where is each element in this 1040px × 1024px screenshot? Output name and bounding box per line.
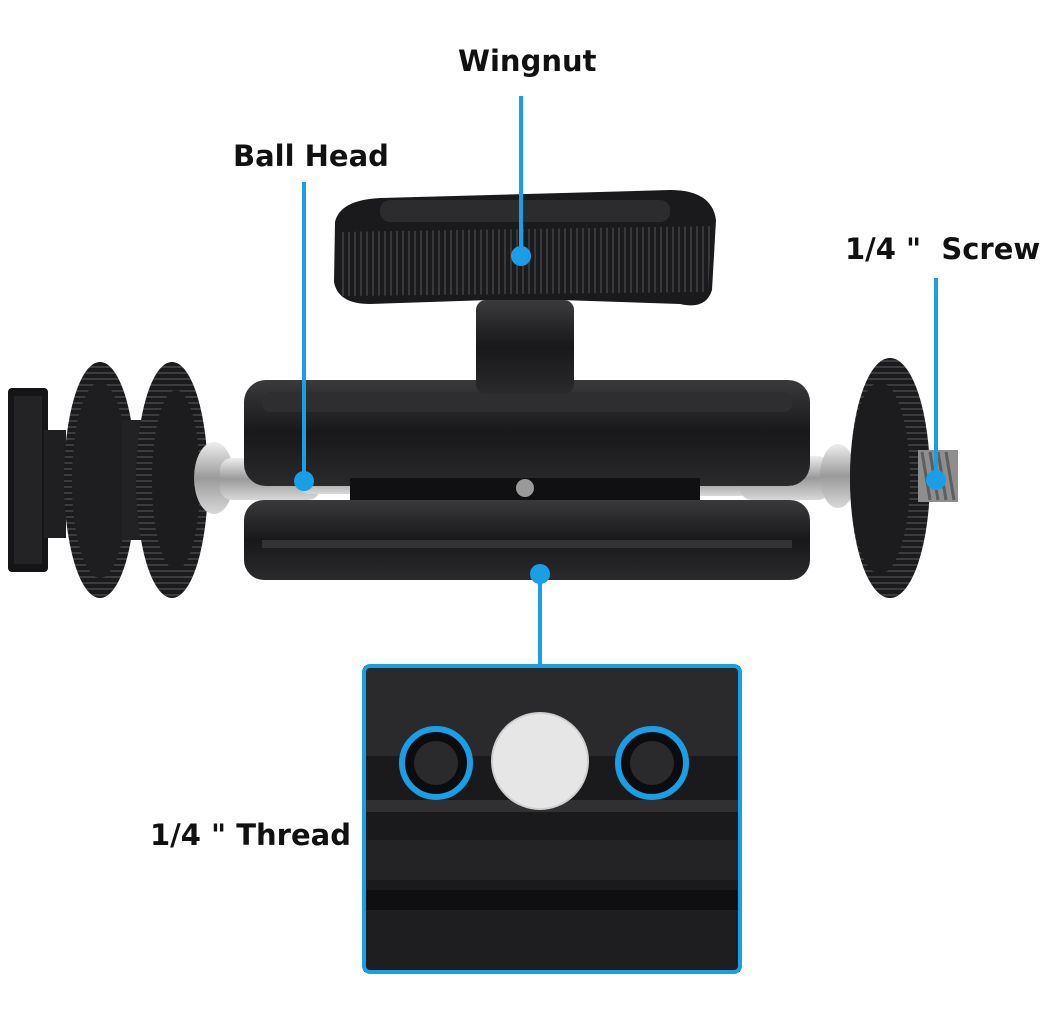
- callout-wingnut: [511, 96, 531, 266]
- wingnut-knob: [334, 190, 716, 394]
- screw-knob: [850, 358, 958, 598]
- wingnut-label: Wingnut: [458, 44, 597, 78]
- thread-inset: [362, 664, 742, 974]
- callout-thread: [530, 564, 550, 666]
- screw-label: 1/4 " Screw: [845, 232, 1040, 266]
- center-disc: [491, 712, 589, 810]
- thread-label: 1/4 " Thread: [150, 818, 351, 852]
- callout-screw: [926, 278, 946, 490]
- ball-head-label: Ball Head: [233, 139, 389, 173]
- clamp-body: [244, 380, 810, 580]
- hot-shoe-mount: [8, 362, 208, 598]
- callout-ballhead: [294, 182, 314, 491]
